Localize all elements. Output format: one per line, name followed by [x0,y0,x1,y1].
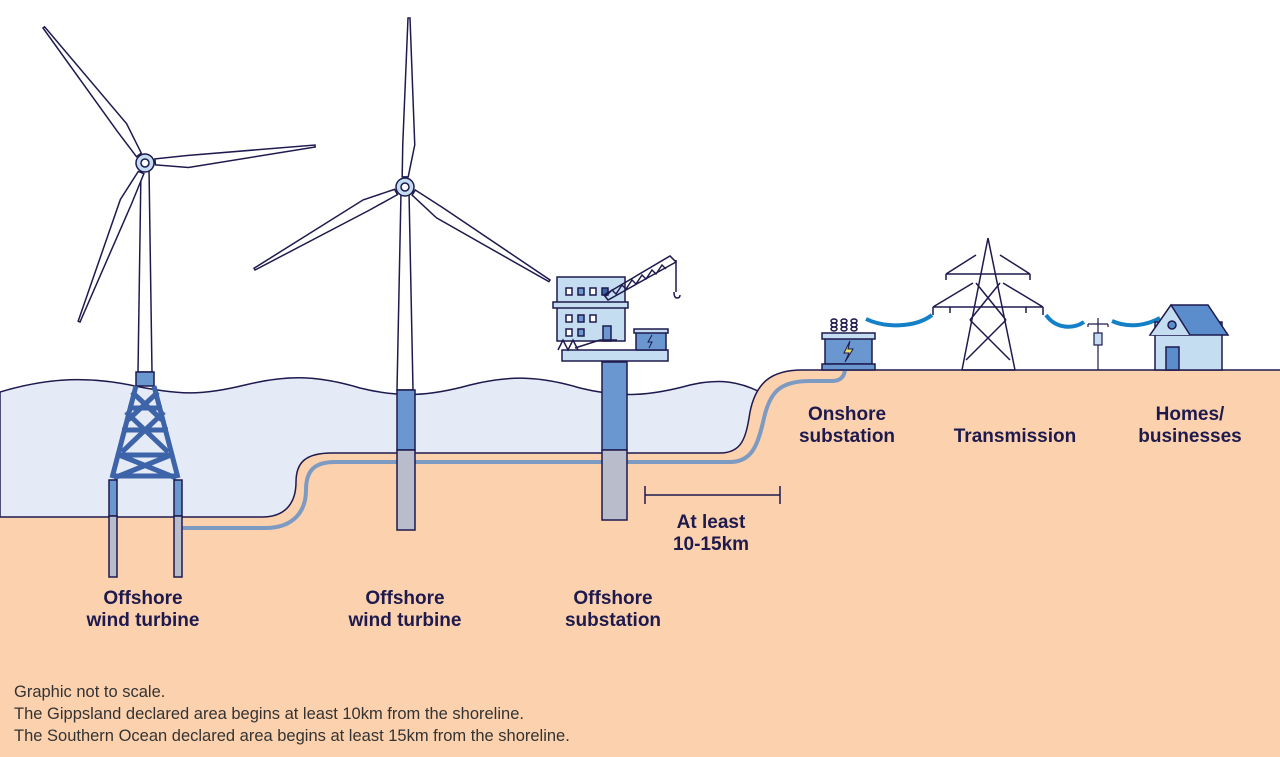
label-line: substation [564,610,662,631]
label-line: Homes/ [1155,404,1225,425]
label-offshore-wind-turbine-2: Offshore wind turbine [349,588,462,632]
turbine-blade [41,25,143,158]
label-distance: At least 10-15km [673,512,749,556]
transmission-pylon [932,237,1044,371]
turbine-blade [253,188,399,272]
turbine-blade [154,144,317,169]
footnote: Graphic not to scale. [14,683,166,701]
label-offshore-wind-turbine-1: Offshore wind turbine [87,588,200,632]
turbine-blade [77,170,145,323]
power-lines [865,313,1161,329]
label-homes-businesses: Homes/ businesses [1138,404,1242,448]
label-transmission: Transmission [953,426,1077,447]
label-line: 10-15km [672,534,750,555]
label-line: Offshore [103,588,183,609]
label-line: substation [798,426,896,447]
turbine-blade [411,189,552,283]
export-cable [182,367,847,530]
footnote: The Southern Ocean declared area begins … [14,727,570,745]
distribution-pole [1087,318,1109,370]
house [1148,303,1230,371]
shoreline [0,369,1280,518]
label-offshore-substation: Offshore substation [565,588,661,632]
crane [602,255,678,301]
label-line: Offshore [365,588,445,609]
distance-bracket [644,486,781,504]
label-line: At least [676,512,746,533]
seabed-land [0,370,1280,757]
label-line: Onshore [807,404,887,425]
onshore-substation [821,318,876,371]
label-line: wind turbine [86,610,200,631]
offshore-substation [552,255,681,521]
offshore-wind-turbine-1 [41,25,317,578]
label-onshore-substation: Onshore substation [799,404,895,448]
label-line: businesses [1138,426,1242,447]
footnotes: Graphic not to scale. The Gippsland decl… [14,681,570,747]
turbine-blade [401,17,416,178]
offshore-wind-turbine-2 [253,17,552,531]
label-line: wind turbine [348,610,462,631]
label-line: Offshore [573,588,653,609]
footnote: The Gippsland declared area begins at le… [14,705,524,723]
